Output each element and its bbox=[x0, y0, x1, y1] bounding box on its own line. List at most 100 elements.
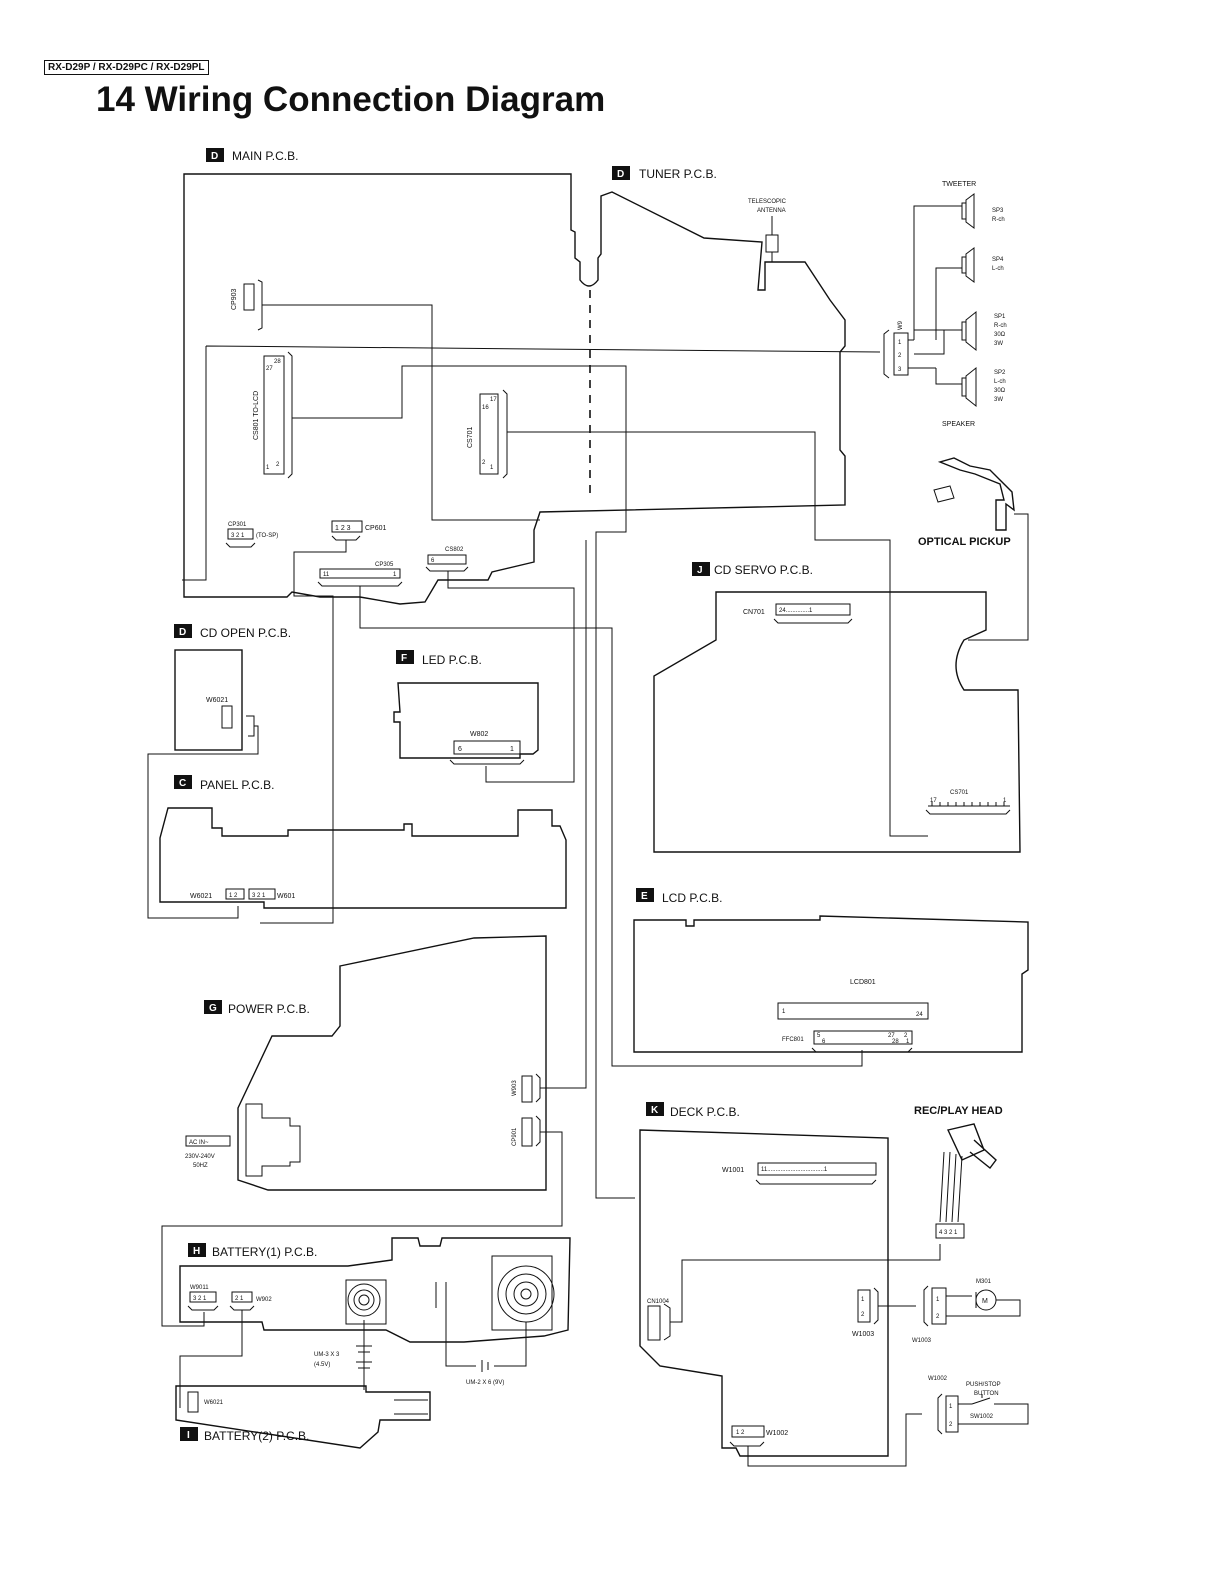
w6021-batt-body bbox=[187, 1391, 199, 1413]
cs802-connector: CS802 6 bbox=[425, 547, 575, 783]
ac-spec-freq: 50HZ bbox=[193, 1163, 208, 1169]
speaker-label: SPEAKER bbox=[942, 421, 975, 428]
cp301-connector: CP301 3 2 1 (TO-SP) bbox=[225, 522, 278, 548]
power-label: POWER P.C.B. bbox=[228, 1002, 310, 1016]
lcd801-pin-1: 1 bbox=[782, 1009, 786, 1015]
ffc801-pin-6: 6 bbox=[822, 1039, 826, 1045]
cp901-label: CP901 bbox=[512, 1127, 518, 1146]
led-letter-box bbox=[396, 650, 414, 664]
main-pcb-label: MAIN P.C.B. bbox=[232, 149, 298, 163]
cn1004-to-head-wire bbox=[663, 1244, 941, 1341]
antenna-label-1: TELESCOPIC bbox=[748, 199, 787, 205]
cs802-pins: 6 bbox=[431, 558, 435, 564]
cs801-pin-28: 28 bbox=[274, 359, 281, 365]
lcd-letter-box bbox=[636, 888, 654, 902]
optical-pickup-wire bbox=[968, 513, 1029, 641]
cp305-pin-1: 1 bbox=[393, 572, 397, 578]
tuner-pcb-letter-box bbox=[612, 166, 630, 180]
w1003-motor-body bbox=[931, 1287, 947, 1325]
cp903-bracket bbox=[257, 279, 263, 331]
antenna-label-2: ANTENNA bbox=[757, 208, 786, 214]
ffc801-pin-27: 27 bbox=[888, 1033, 895, 1039]
cs801-pin-27: 27 bbox=[266, 366, 273, 372]
optical-pickup: OPTICAL PICKUP bbox=[918, 457, 1029, 641]
sp1-symbol bbox=[961, 310, 977, 352]
deck-pcb: K DECK P.C.B. W1001 11..................… bbox=[639, 1102, 941, 1467]
cd-servo-label: CD SERVO P.C.B. bbox=[714, 563, 813, 577]
w1003-motor-label: W1003 bbox=[912, 1338, 932, 1344]
w9-connector: W9 1 2 3 bbox=[883, 320, 909, 379]
sp2-ch: L-ch bbox=[994, 379, 1006, 385]
head-connector-body bbox=[935, 1223, 965, 1239]
cp903-body bbox=[243, 283, 255, 311]
sw1002-label: SW1002 bbox=[970, 1414, 994, 1420]
w1002-switch-bracket bbox=[937, 1393, 943, 1435]
head-pins: 4 3 2 1 bbox=[939, 1230, 958, 1236]
ffc801-bracket bbox=[811, 1047, 913, 1053]
deck-letter-box bbox=[646, 1102, 664, 1116]
sp4-label: SP4 bbox=[992, 257, 1004, 263]
cs802-to-led-wire bbox=[425, 566, 575, 783]
sp1-watt: 3W bbox=[994, 341, 1003, 347]
speaker-bus-wire bbox=[182, 345, 881, 581]
cp301-label: CP301 bbox=[228, 522, 247, 528]
w6021-cdopen-body bbox=[221, 705, 233, 729]
lcd-outline bbox=[633, 915, 1029, 1053]
cs801-label: CS801 TO-LCD bbox=[253, 391, 260, 440]
w802-pin-1: 1 bbox=[510, 746, 514, 753]
sp2-ohm: 30Ω bbox=[994, 388, 1006, 394]
main-pcb-letter: D bbox=[211, 151, 218, 162]
cd-servo-outline bbox=[653, 591, 1021, 853]
panel-label: PANEL P.C.B. bbox=[200, 778, 274, 792]
w1003-deck-bracket bbox=[873, 1287, 916, 1325]
w1001-bracket bbox=[755, 1179, 877, 1185]
motor-label: M301 bbox=[976, 1279, 992, 1285]
battery-terminal-small-frame bbox=[345, 1279, 387, 1325]
battery2-letter: I bbox=[187, 1430, 190, 1441]
tuner-pcb-label: TUNER P.C.B. bbox=[639, 167, 717, 181]
battery-terminal-large-ring bbox=[505, 1273, 547, 1315]
w1002-switch-body bbox=[945, 1395, 959, 1433]
speaker-wires bbox=[908, 205, 962, 385]
w1003-motor-pin-1: 1 bbox=[936, 1297, 940, 1303]
ffc801-pin-28: 28 bbox=[892, 1039, 899, 1045]
cs802-body bbox=[427, 554, 467, 565]
head-cable bbox=[939, 1151, 963, 1223]
cn701-pins: 24..............1 bbox=[779, 608, 813, 614]
panel-pcb: C PANEL P.C.B. W6021 1 2 3 2 1 W601 bbox=[159, 775, 567, 909]
antenna-symbol bbox=[765, 216, 779, 262]
deck-letter: K bbox=[651, 1105, 659, 1116]
push-stop-label-1: PUSH/STOP bbox=[966, 1382, 1001, 1388]
deck-label: DECK P.C.B. bbox=[670, 1105, 740, 1119]
cp601-body bbox=[331, 520, 363, 533]
battery1-letter-box bbox=[188, 1243, 206, 1257]
panel-letter: C bbox=[179, 778, 186, 789]
battery-terminal-large-frame bbox=[491, 1255, 553, 1331]
cd-open-letter-box bbox=[174, 624, 192, 638]
w1002-deck-wire bbox=[729, 1413, 922, 1467]
w1002-switch-pin-1: 1 bbox=[949, 1404, 953, 1410]
w601-label: W601 bbox=[277, 893, 295, 900]
cd-servo-letter: J bbox=[697, 565, 703, 576]
battery1-outline bbox=[179, 1237, 571, 1343]
motor-symbol: M bbox=[982, 1298, 988, 1305]
cd-open-pcb: D CD OPEN P.C.B. W6021 bbox=[147, 624, 291, 919]
lcd801-pin-24: 24 bbox=[916, 1012, 923, 1018]
w6021-cdopen-label: W6021 bbox=[206, 697, 228, 704]
battery1-label: BATTERY(1) P.C.B. bbox=[212, 1245, 317, 1259]
sp1-ohm: 30Ω bbox=[994, 332, 1006, 338]
cp903-wire bbox=[262, 304, 540, 521]
cs701-servo-label: CS701 bbox=[950, 790, 969, 796]
w601-body bbox=[248, 888, 276, 900]
sp1-ch: R-ch bbox=[994, 323, 1007, 329]
battery2-outline bbox=[175, 1385, 431, 1449]
um2-label: UM-2 X 6 (9V) bbox=[466, 1380, 504, 1386]
power-pcb: G POWER P.C.B. AC IN~ 230V-240V 50HZ W90… bbox=[161, 540, 587, 1327]
battery2-pcb: W6021 I BATTERY(2) P.C.B. bbox=[175, 1385, 431, 1449]
w802-bracket bbox=[449, 759, 525, 765]
w1002-switch-pin-2: 2 bbox=[949, 1422, 953, 1428]
cs801-wire bbox=[292, 365, 635, 1199]
battery-terminal-small-core bbox=[358, 1294, 370, 1306]
w902-body bbox=[231, 1291, 253, 1303]
